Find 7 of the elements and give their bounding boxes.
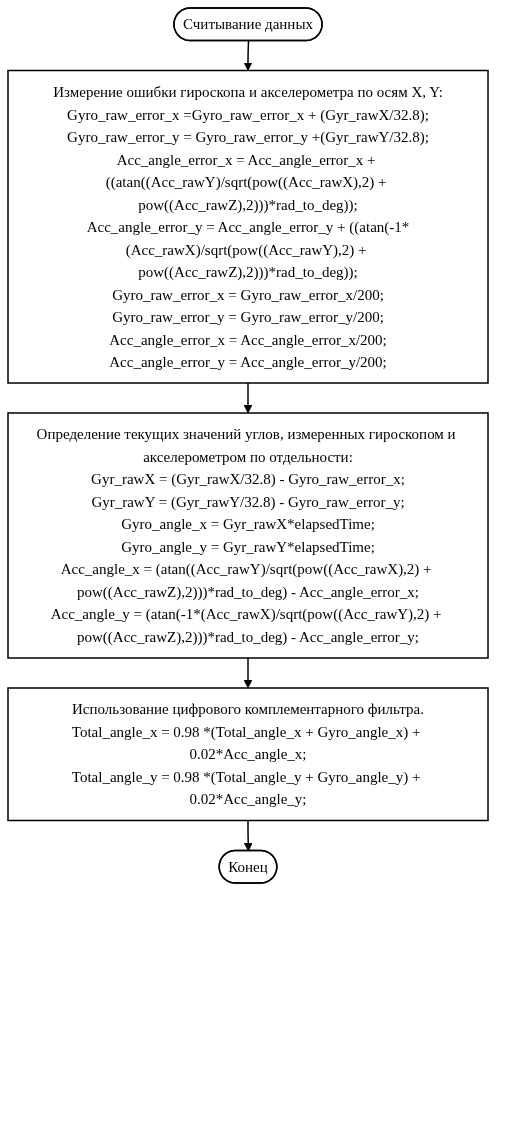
node-box: Определение текущих значений углов, измеренных гироскопом и акселерометром по отдельности: Gyr_rawX = (Gyr_rawX/32.8) - Gyro_raw_error_x; Gyr_rawY = (Gyr_rawY/32.8) - Gyro_raw_error_y; Gyro_angle_x = Gyr_rawX*elapsedTime; Gyro_angle_y = Gyr_rawY*elapsedTime; Acc_angle_x = (atan((Acc_rawY)/sqrt(pow((Acc_rawX),2) + pow((Acc_rawZ),2)))*rad_to_deg) - Acc_angle_error_x; Acc_angle_y = (atan(-1*(Acc_rawX)/sqrt(pow((Acc_rawY),2) + pow((Acc_rawZ),2)))*rad_to_deg) - Acc_angle_error_y; [7, 412, 489, 659]
node-box: Использование цифрового комплементарного фильтра. Total_angle_x = 0.98 *(Total_angle_x + Gyro_angle_x) + 0.02*Acc_angle_x; Total_angle_y = 0.98 *(Total_angle_y + Gyro_angle_y) + 0.02*Acc_angle_y; [7, 687, 489, 822]
arrow [243, 819, 253, 852]
node-box: Измерение ошибки гироскопа и акселерометра по осям X, Y: Gyro_raw_error_x =Gyro_raw_error_x + (Gyr_rawX/32.8); Gyro_raw_error_y = Gyro_raw_error_y +(Gyr_rawY/32.8); Acc_angle_error_x = Acc_angle_error_x + ((atan((Acc_rawY)/sqrt(pow((Acc_rawX),2) + pow((Acc_rawZ),2)))*rad_to_deg)); Acc_angle_error_y = Acc_angle_error_y + ((atan(-1*(Acc_rawX)/sqrt(pow((Acc_rawY),2) + pow((Acc_rawZ),2)))*rad_to_deg)); Gyro_raw_error_x = Gyro_raw_error_x/200; Gyro_raw_error_y = Gyro_raw_error_y/200; Acc_angle_error_x = Acc_angle_error_x/200; Acc_angle_error_y = Acc_angle_error_y/200; [7, 69, 489, 384]
arrow [243, 657, 253, 689]
arrow [243, 40, 253, 71]
arrow [243, 382, 253, 414]
